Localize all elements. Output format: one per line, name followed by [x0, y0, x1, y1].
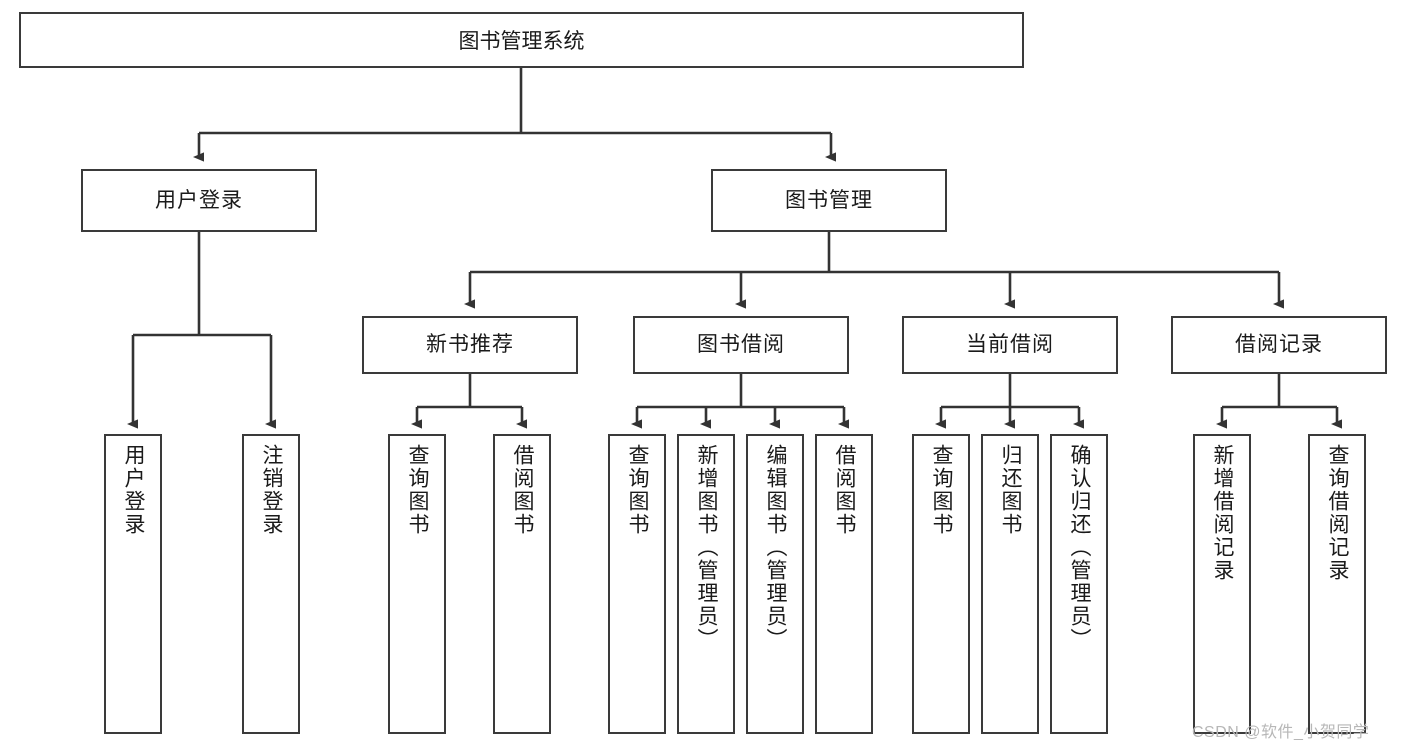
node-book-borrow-label: 图书借阅 — [697, 333, 785, 357]
node-root-label: 图书管理系统 — [458, 30, 585, 53]
node-user-login[interactable]: 用户登录 — [81, 169, 317, 232]
node-new-book-recommend[interactable]: 新书推荐 — [362, 316, 578, 374]
node-leaf-query-book-1[interactable]: 查询图书 — [388, 434, 446, 734]
node-leaf-borrow-book-1-label: 借阅图书 — [511, 444, 535, 536]
node-leaf-add-record[interactable]: 新增借阅记录 — [1193, 434, 1251, 734]
node-borrow-record[interactable]: 借阅记录 — [1171, 316, 1387, 374]
node-book-manage-label: 图书管理 — [785, 188, 873, 212]
node-book-borrow[interactable]: 图书借阅 — [633, 316, 849, 374]
node-root[interactable]: 图书管理系统 — [19, 12, 1024, 68]
node-leaf-logout-label: 注销登录 — [260, 444, 284, 536]
node-leaf-borrow-book-2-label: 借阅图书 — [833, 444, 857, 536]
node-leaf-confirm-return-label: 确认归还（管理员） — [1068, 444, 1092, 651]
node-leaf-borrow-book-1[interactable]: 借阅图书 — [493, 434, 551, 734]
node-leaf-add-book-label: 新增图书（管理员） — [695, 444, 719, 651]
node-leaf-query-record[interactable]: 查询借阅记录 — [1308, 434, 1366, 734]
node-leaf-confirm-return[interactable]: 确认归还（管理员） — [1050, 434, 1108, 734]
node-leaf-return-book[interactable]: 归还图书 — [981, 434, 1039, 734]
node-user-login-label: 用户登录 — [155, 188, 243, 212]
node-leaf-user-login-label: 用户登录 — [122, 444, 146, 536]
node-leaf-query-book-2-label: 查询图书 — [626, 444, 650, 536]
csdn-watermark: CSDN @软件_小贺同学 — [1192, 724, 1370, 741]
node-leaf-query-record-label: 查询借阅记录 — [1326, 444, 1350, 582]
node-leaf-logout[interactable]: 注销登录 — [242, 434, 300, 734]
node-borrow-record-label: 借阅记录 — [1235, 333, 1323, 357]
node-leaf-query-book-1-label: 查询图书 — [406, 444, 430, 536]
node-book-manage[interactable]: 图书管理 — [711, 169, 947, 232]
node-leaf-borrow-book-2[interactable]: 借阅图书 — [815, 434, 873, 734]
node-current-borrow-label: 当前借阅 — [966, 333, 1054, 357]
node-leaf-edit-book-label: 编辑图书（管理员） — [764, 444, 788, 651]
node-leaf-query-book-3[interactable]: 查询图书 — [912, 434, 970, 734]
node-leaf-add-book[interactable]: 新增图书（管理员） — [677, 434, 735, 734]
node-leaf-query-book-3-label: 查询图书 — [930, 444, 954, 536]
node-leaf-add-record-label: 新增借阅记录 — [1211, 444, 1235, 582]
node-new-book-recommend-label: 新书推荐 — [426, 333, 514, 357]
node-leaf-query-book-2[interactable]: 查询图书 — [608, 434, 666, 734]
node-leaf-return-book-label: 归还图书 — [999, 444, 1023, 536]
node-leaf-edit-book[interactable]: 编辑图书（管理员） — [746, 434, 804, 734]
node-current-borrow[interactable]: 当前借阅 — [902, 316, 1118, 374]
node-leaf-user-login[interactable]: 用户登录 — [104, 434, 162, 734]
